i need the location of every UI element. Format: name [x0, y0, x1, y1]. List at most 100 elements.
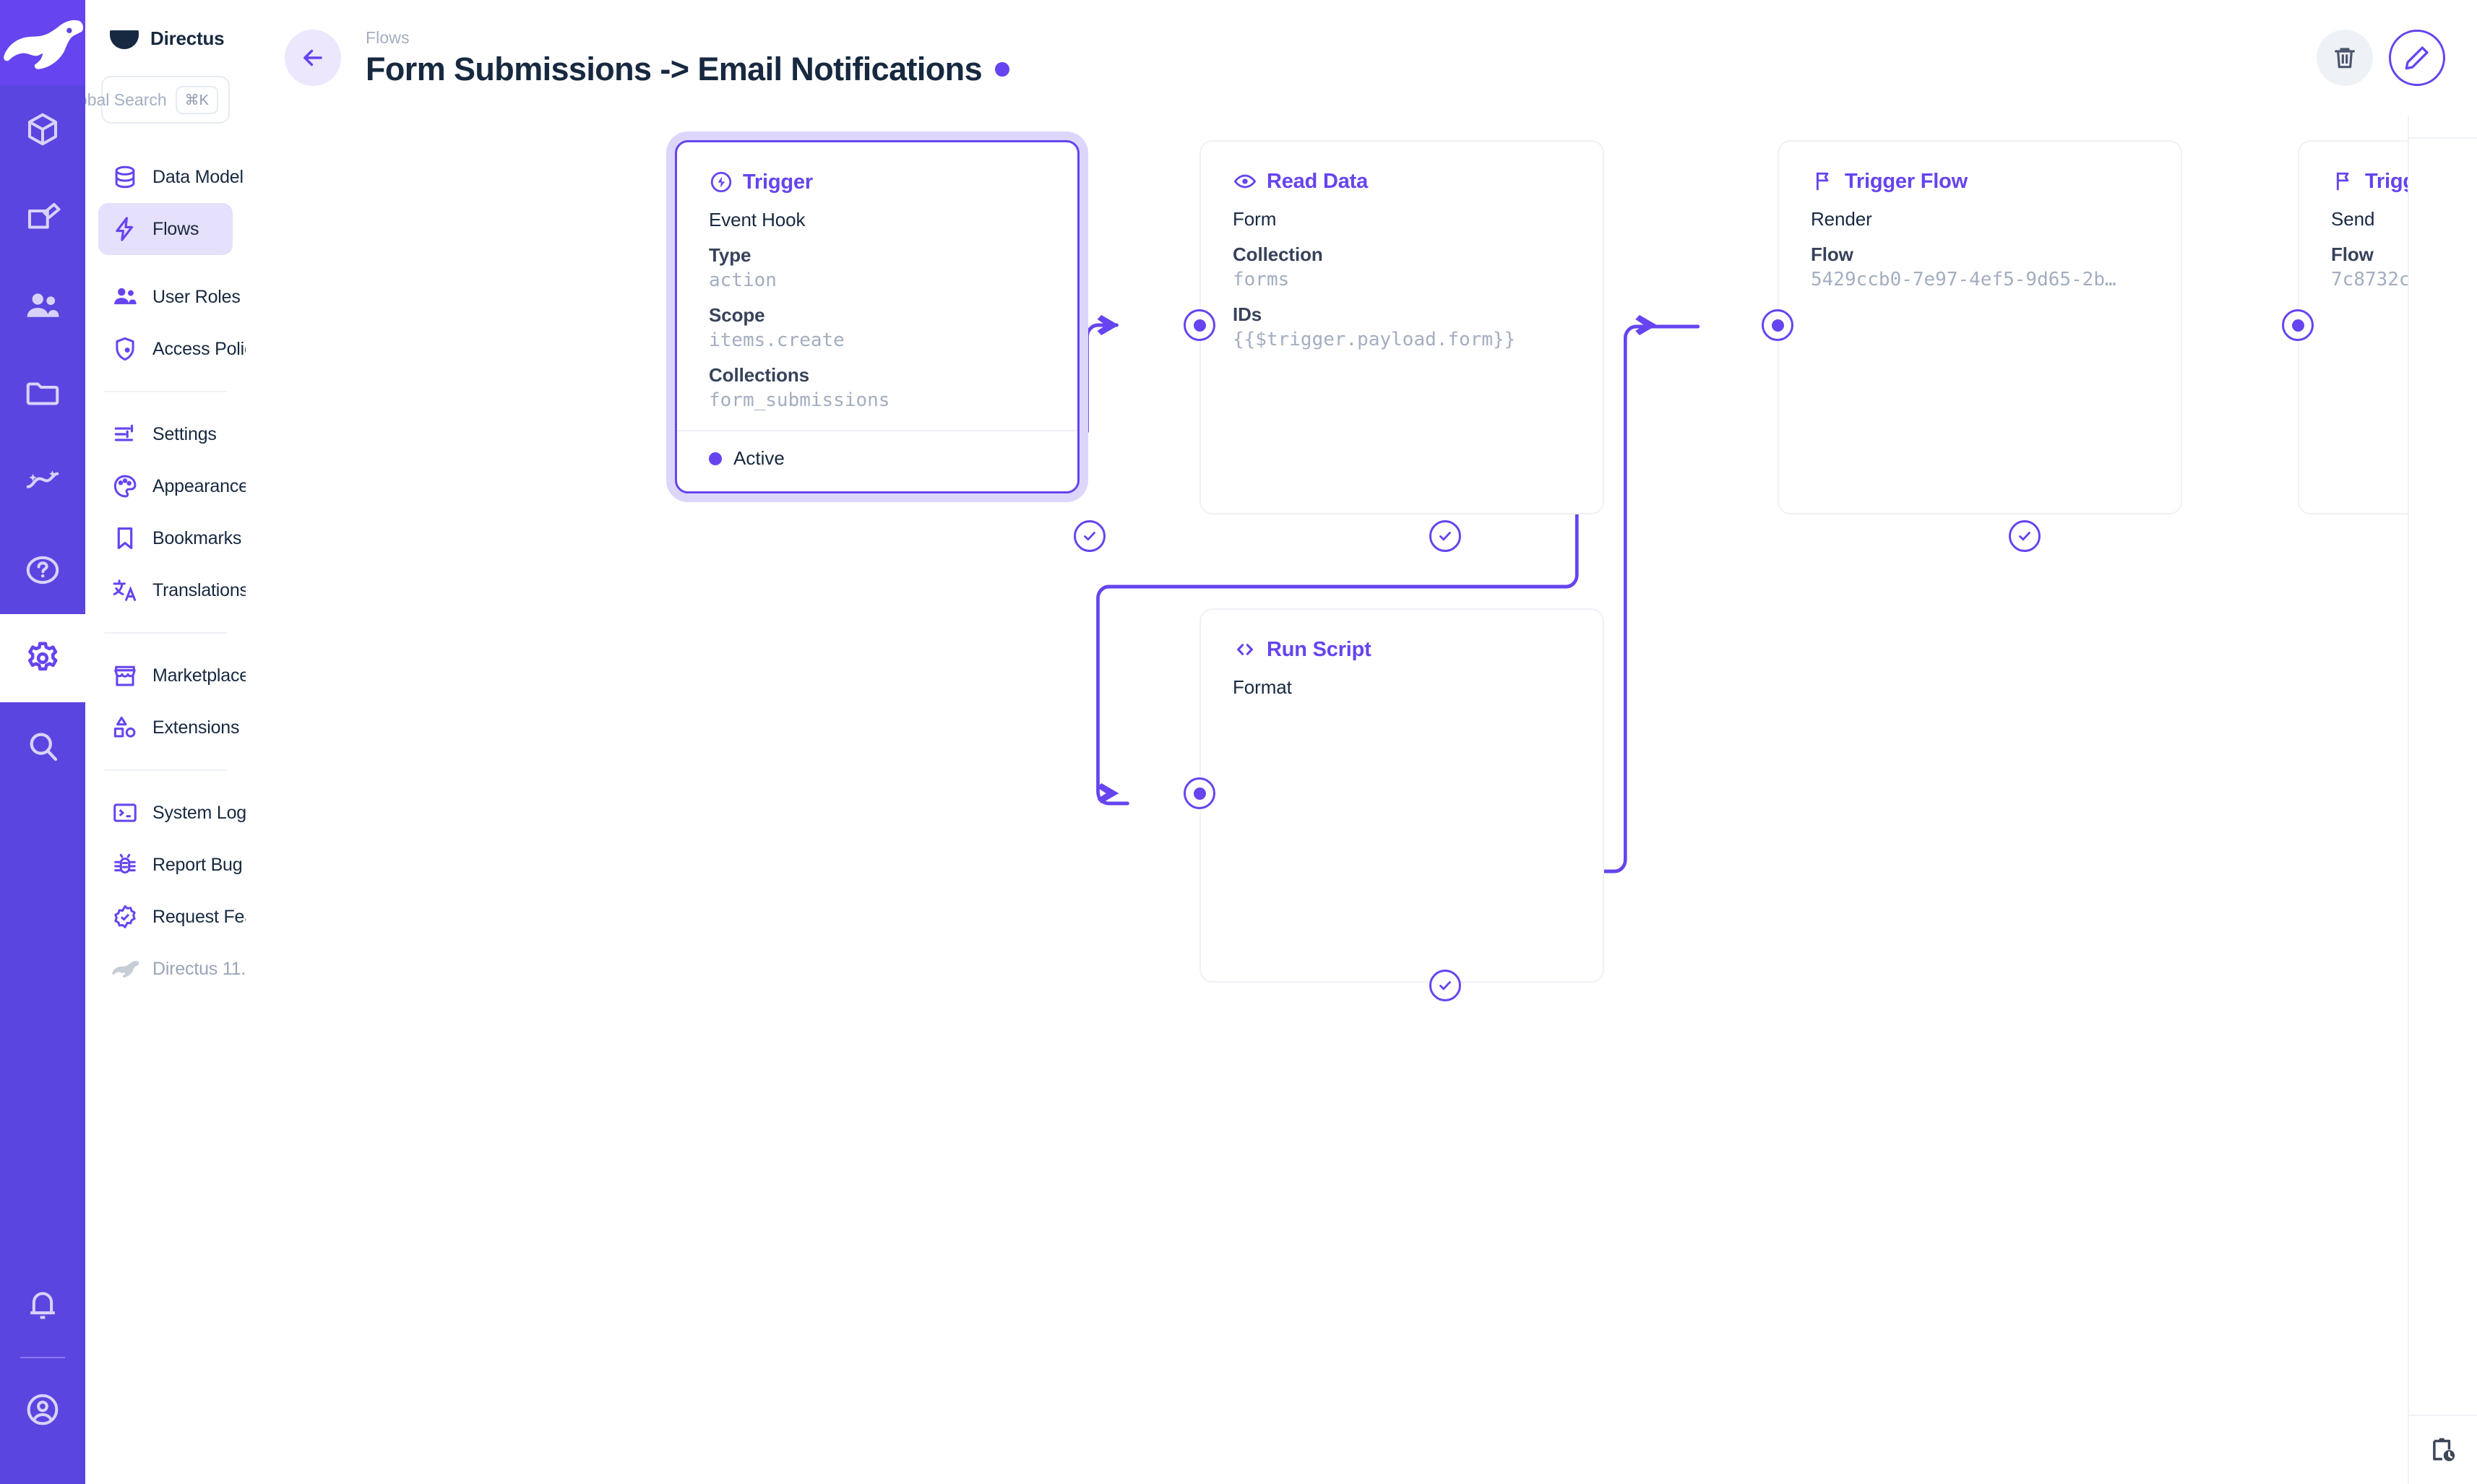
- field-value: {{$trigger.payload.form}}: [1233, 329, 1516, 350]
- sidebar-item-settings[interactable]: Settings: [98, 408, 233, 460]
- sidebar-item-bookmarks[interactable]: Bookmarks: [98, 512, 241, 564]
- nav-group-extend: Marketplace Beta Extensions: [85, 650, 314, 754]
- sidebar-item-flows[interactable]: Flows: [98, 203, 233, 255]
- project-name: Directus: [150, 27, 225, 49]
- field-value: items.create: [709, 329, 845, 351]
- input-dot: [1771, 319, 1784, 332]
- node-type-label: Read Data: [1267, 169, 1369, 193]
- flag-icon: [2336, 172, 2349, 191]
- handle-read-data-resolve[interactable]: [1429, 520, 1461, 552]
- rail-item-files[interactable]: [0, 350, 85, 438]
- trigger-bolt-icon: [710, 171, 732, 193]
- field-value: form_submissions: [709, 389, 890, 411]
- badge-check-icon: [114, 905, 136, 928]
- field-label: Collection: [1233, 243, 1323, 265]
- directus-rabbit-logo-icon[interactable]: [0, 0, 85, 85]
- sidebar-item-system-logs[interactable]: System Logs: [98, 787, 256, 839]
- shapes-icon: [113, 716, 136, 738]
- node-name: Format: [1233, 676, 1292, 698]
- back-button[interactable]: [285, 30, 341, 86]
- sidebar-item-data-model[interactable]: Data Model: [98, 151, 244, 203]
- handle-render-input[interactable]: [1762, 309, 1793, 341]
- rail-item-notifications[interactable]: [0, 1261, 85, 1350]
- navigation-sidebar: Directus Global Search ⌘K Data Model Flo…: [61, 0, 314, 1484]
- sidebar-item-label: Flows: [152, 218, 199, 239]
- handle-read-data-input[interactable]: [1184, 309, 1215, 341]
- arrow-left-icon: [303, 49, 322, 66]
- flow-node-read-data[interactable]: Read Data Form Collection forms IDs {{$t…: [1199, 140, 1604, 514]
- handle-run-script-resolve[interactable]: [1429, 970, 1461, 1001]
- sidebar-item-version: Directus 11.7.2: [98, 943, 270, 995]
- shield-user-icon: [116, 337, 134, 361]
- sidebar-item-request-feature[interactable]: Request Feature: [98, 891, 285, 943]
- palette-icon: [113, 475, 137, 498]
- activity-log-button[interactable]: [2408, 1415, 2477, 1484]
- input-dot: [1193, 319, 1206, 332]
- nav-group-access: User Roles Access Policies: [85, 271, 276, 375]
- nav-group-support: System Logs Report Bug Request Feature D…: [85, 787, 285, 995]
- sidebar-item-label: System Logs: [152, 802, 256, 823]
- sidebar-item-appearance[interactable]: Appearance: [98, 460, 249, 512]
- handle-trigger-resolve[interactable]: [1074, 520, 1106, 552]
- node-name: Render: [1811, 208, 1872, 230]
- main-content: Flows Form Submissions -> Email Notifica…: [246, 0, 2477, 1484]
- rail-item-settings[interactable]: [0, 614, 85, 702]
- input-dot: [1193, 787, 1206, 800]
- handle-run-script-input[interactable]: [1184, 777, 1215, 809]
- node-type-label: Trigger: [743, 170, 813, 194]
- eye-icon: [1233, 174, 1257, 189]
- rail-item-users[interactable]: [0, 262, 85, 350]
- flow-node-trigger-flow-render[interactable]: Trigger Flow Render Flow 5429ccb0-7e97-4…: [1778, 140, 2182, 514]
- status-label: Active: [733, 447, 785, 469]
- nav-divider: [104, 632, 227, 634]
- rail-item-editor[interactable]: [0, 173, 85, 262]
- node-type-label: Trigger Flow: [2365, 169, 2408, 193]
- sidebar-item-user-roles[interactable]: User Roles: [98, 271, 241, 323]
- rail-item-content[interactable]: [0, 85, 85, 173]
- sidebar-item-report-bug[interactable]: Report Bug: [98, 839, 243, 891]
- nav-divider: [104, 769, 227, 771]
- rail-item-insights[interactable]: [0, 438, 85, 526]
- nav-divider: [104, 391, 227, 392]
- field-value: forms: [1233, 269, 1290, 290]
- node-type-label: Run Script: [1267, 637, 1371, 661]
- sidebar-item-label: Translations: [152, 579, 249, 600]
- database-icon: [115, 165, 135, 189]
- edit-flow-button[interactable]: [2389, 30, 2445, 86]
- handle-send-input[interactable]: [2282, 309, 2314, 341]
- breadcrumb[interactable]: Flows: [366, 27, 410, 47]
- sidebar-item-label: Data Model: [152, 166, 244, 187]
- delete-flow-button[interactable]: [2317, 30, 2373, 86]
- flow-node-run-script[interactable]: Run Script Format: [1199, 608, 1604, 983]
- handle-render-resolve[interactable]: [2009, 520, 2041, 552]
- sidebar-item-label: Settings: [152, 423, 217, 444]
- directus-rabbit-small-icon: [112, 961, 139, 978]
- pencil-icon: [2405, 46, 2429, 70]
- sidebar-item-label: Marketplace: [152, 665, 249, 686]
- check-icon: [1084, 532, 1095, 541]
- sidebar-item-label: User Roles: [152, 286, 241, 307]
- project-brand: Directus: [85, 0, 246, 72]
- field-value: action: [709, 269, 777, 291]
- rail-item-account[interactable]: [0, 1366, 85, 1454]
- field-value: 7c8732cd-9d9e-44be: [2331, 269, 2408, 290]
- global-search-input[interactable]: Global Search ⌘K: [61, 76, 230, 124]
- field-label: Flow: [2331, 243, 2374, 265]
- rail-item-help[interactable]: [0, 526, 85, 614]
- sidebar-item-access-policies[interactable]: Access Policies: [98, 323, 276, 375]
- sidebar-item-extensions[interactable]: Extensions: [98, 702, 239, 754]
- bug-icon: [114, 853, 136, 873]
- rail-item-search[interactable]: [0, 702, 85, 790]
- flow-node-trigger[interactable]: Trigger Event Hook Type action Scope ite…: [675, 140, 1080, 493]
- field-label: Type: [709, 244, 751, 266]
- sidebar-item-label: Bookmarks: [152, 527, 242, 548]
- sidebar-item-translations[interactable]: Translations: [98, 564, 249, 616]
- flow-canvas[interactable]: Trigger Event Hook Type action Scope ite…: [246, 116, 2408, 1484]
- sidebar-item-label: Appearance: [152, 475, 249, 496]
- sidebar-item-marketplace[interactable]: Marketplace Beta: [98, 650, 314, 702]
- translate-icon: [113, 579, 137, 601]
- check-icon: [1439, 981, 1451, 991]
- check-icon: [2019, 532, 2030, 541]
- flow-node-trigger-flow-send[interactable]: Trigger Flow Send Flow 7c8732cd-9d9e-44b…: [2298, 140, 2408, 514]
- field-label: Scope: [709, 304, 765, 326]
